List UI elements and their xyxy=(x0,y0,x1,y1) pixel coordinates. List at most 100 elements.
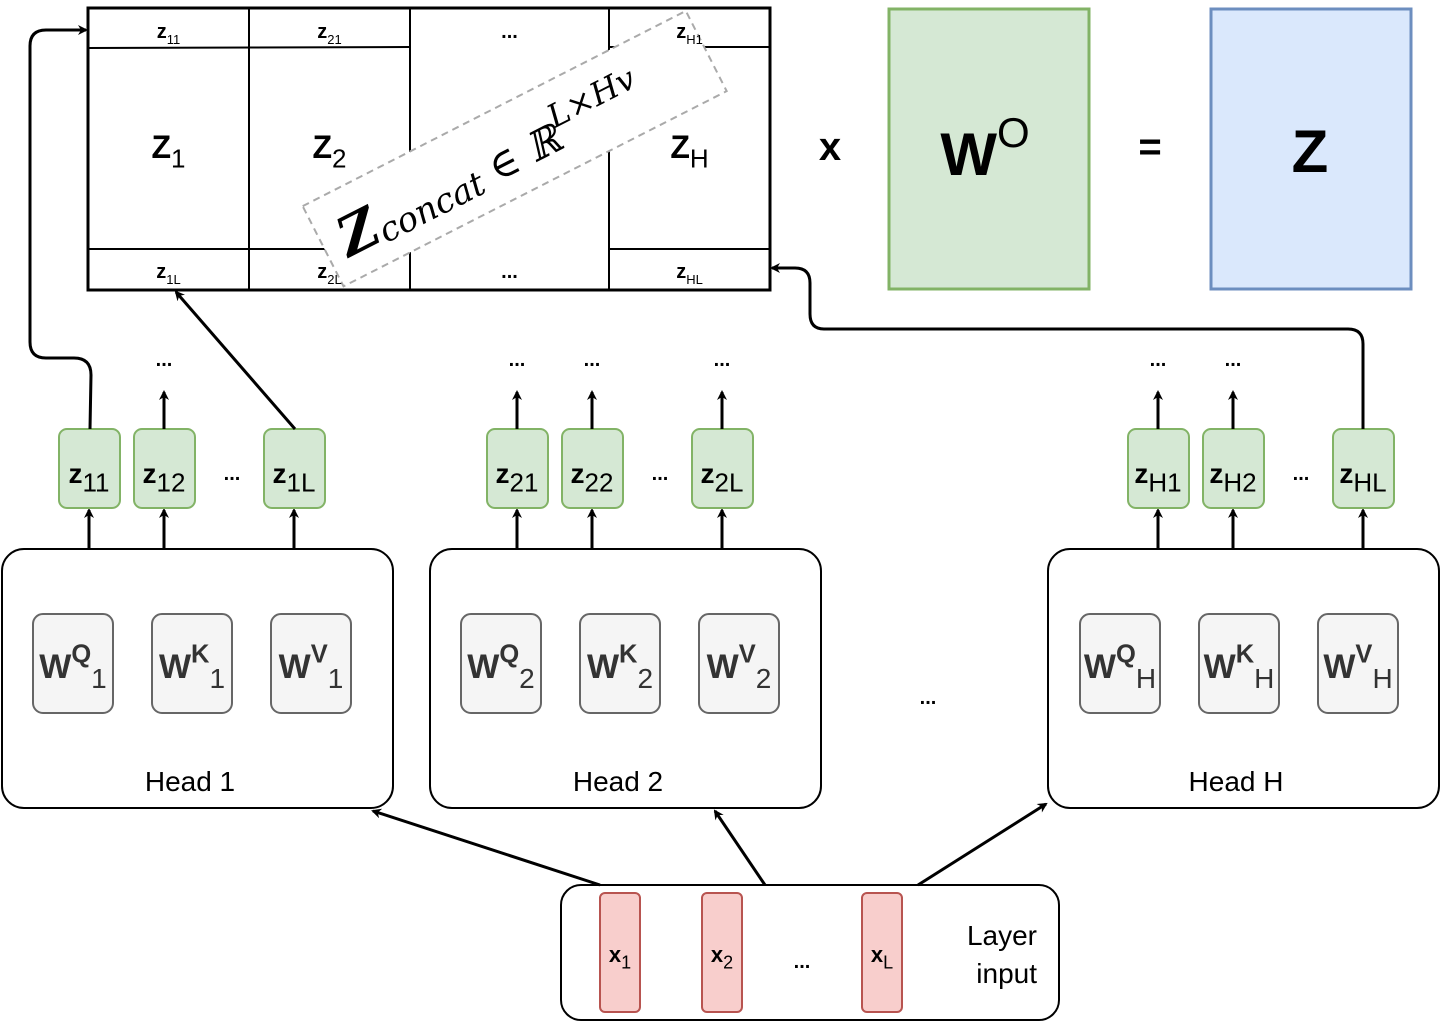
label-sup: Q xyxy=(499,641,519,669)
ellipsis: ... xyxy=(652,463,669,485)
concat-formula-label: Zconcat∈ ℝL×Hv xyxy=(301,9,729,288)
label-sup: V xyxy=(311,641,328,669)
label-sub: 21 xyxy=(510,467,539,497)
ellipsis: ... xyxy=(1225,349,1242,371)
weight-label: WK1 xyxy=(159,641,225,695)
label-base: x xyxy=(609,942,622,967)
weight-matrix xyxy=(1079,613,1161,714)
label-sub: HL xyxy=(1353,467,1386,497)
head-label: Head 1 xyxy=(145,766,235,797)
matrix-row-cell: z21 xyxy=(317,21,341,47)
ellipsis: ... xyxy=(920,687,937,709)
label-base: z xyxy=(701,458,715,489)
output-token-label: z12 xyxy=(143,458,186,497)
weight-label: WV2 xyxy=(707,641,772,695)
output-token-label: z22 xyxy=(571,458,614,497)
label-base: W xyxy=(39,648,72,686)
label-base: x xyxy=(711,942,724,967)
label-base: ... xyxy=(501,261,518,283)
output-token-label: zH1 xyxy=(1134,458,1181,497)
input-token xyxy=(599,892,641,1013)
label-sub: 2 xyxy=(519,663,535,694)
matrix-head-block: Z1 xyxy=(151,129,185,174)
wo-sup: O xyxy=(997,109,1030,156)
matrix-row-cell: z1L xyxy=(156,261,180,287)
weight-matrix xyxy=(698,613,780,714)
matrix-divider xyxy=(87,46,411,49)
label-sub: 1 xyxy=(171,144,185,174)
matrix-head-block: ZH xyxy=(670,129,708,174)
weight-label: WQ1 xyxy=(39,641,107,695)
weight-label: WQ2 xyxy=(467,641,535,695)
label-base: x xyxy=(871,942,884,967)
label-sub: 1L xyxy=(287,467,316,497)
label-base: z xyxy=(571,458,585,489)
label-sub: 1L xyxy=(166,272,180,287)
label-base: z xyxy=(496,458,510,489)
label-sub: 2 xyxy=(637,663,653,694)
label-base: W xyxy=(1084,648,1117,686)
formula-box xyxy=(301,9,729,288)
label-sub: 2L xyxy=(327,272,341,287)
matrix-row-cell: ... xyxy=(501,21,518,43)
ellipsis: ... xyxy=(509,349,526,371)
head-label: Head 2 xyxy=(573,766,663,797)
label-sup: Q xyxy=(71,641,91,669)
output-token-label: z21 xyxy=(496,458,539,497)
output-weight-matrix xyxy=(887,7,1091,291)
label-base: z xyxy=(156,261,166,283)
label-base: W xyxy=(587,648,620,686)
label-sub: 11 xyxy=(83,467,110,497)
arrow-input-to-headH xyxy=(917,802,1048,887)
label-base: W xyxy=(159,648,192,686)
matrix-row-cell: z2L xyxy=(317,261,341,287)
label-sub: 1 xyxy=(328,663,344,694)
arrow-input-to-head1 xyxy=(371,808,601,887)
input-token-label: xL xyxy=(871,942,893,973)
label-sup: V xyxy=(1355,641,1372,669)
label-sub: 11 xyxy=(167,32,181,47)
label-base: W xyxy=(1323,648,1356,686)
ellipsis: ... xyxy=(224,463,241,485)
wo-label: WO xyxy=(940,109,1029,188)
input-token-label: x1 xyxy=(609,942,631,973)
matrix-row-cell: zH1 xyxy=(676,21,703,47)
ellipsis: ... xyxy=(1150,349,1167,371)
weight-label: WKH xyxy=(1204,641,1275,695)
arrow-z1L-to-matrix xyxy=(174,290,297,430)
label-base: z xyxy=(143,458,157,489)
output-token-label: zH2 xyxy=(1209,458,1256,497)
matrix-head-block: Z2 xyxy=(312,129,346,174)
matrix-row-cell: ... xyxy=(501,261,518,283)
label-base: z xyxy=(317,21,327,43)
label-sub: H2 xyxy=(1223,467,1256,497)
input-token xyxy=(861,892,903,1013)
label-base: ... xyxy=(501,21,518,43)
weight-matrix xyxy=(579,613,661,714)
output-token-label: z11 xyxy=(69,458,110,497)
label-sub: 1 xyxy=(209,663,225,694)
label-sub: 22 xyxy=(585,467,614,497)
label-sup: K xyxy=(191,641,210,669)
weight-matrix xyxy=(32,613,114,714)
label-base: W xyxy=(467,648,500,686)
weight-label: WQH xyxy=(1084,641,1156,695)
label-sub: H1 xyxy=(686,32,703,47)
ellipsis: ... xyxy=(714,349,731,371)
label-sup: V xyxy=(739,641,756,669)
label-base: Z xyxy=(151,129,171,165)
label-base: W xyxy=(1204,648,1237,686)
label-sub: 2L xyxy=(715,467,744,497)
weight-label: WV1 xyxy=(279,641,344,695)
weight-matrix xyxy=(151,613,233,714)
arrow-z11-to-matrix xyxy=(28,25,93,430)
weight-matrix xyxy=(270,613,352,714)
label-sub: 2 xyxy=(756,663,772,694)
label-base: z xyxy=(1339,458,1353,489)
weight-matrix xyxy=(1198,613,1280,714)
label-sub: 21 xyxy=(327,32,341,47)
label-sub: 1 xyxy=(91,663,107,694)
label-base: W xyxy=(707,648,740,686)
label-sup: K xyxy=(619,641,638,669)
